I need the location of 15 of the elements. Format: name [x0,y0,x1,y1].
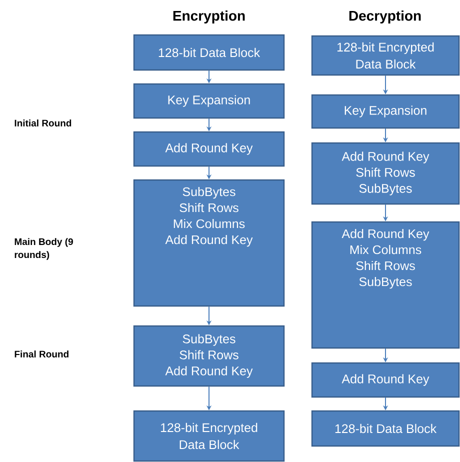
process-box: SubBytes Shift Rows Mix Columns Add Round Key [133,179,285,307]
process-box: Add Round Key Mix Columns Shift Rows SubBytes [311,221,460,349]
process-box: Add Round Key Shift Rows SubBytes [311,142,460,205]
row-label: Initial Round [14,120,72,126]
process-box: Key Expansion [133,83,285,119]
process-box: Add Round Key [311,362,460,398]
process-box: Add Round Key [133,131,285,167]
row-label: Main Body (9 rounds) [14,238,73,260]
row-label: Final Round [14,350,68,358]
process-box: 128-bit Encrypted Data Block [311,35,460,76]
process-box: 128-bit Encrypted Data Block [133,410,285,462]
process-box: Key Expansion [311,94,460,129]
process-box: 128-bit Data Block [133,34,285,71]
process-box: 128-bit Data Block [311,410,460,447]
process-box: SubBytes Shift Rows Add Round Key [133,325,285,387]
